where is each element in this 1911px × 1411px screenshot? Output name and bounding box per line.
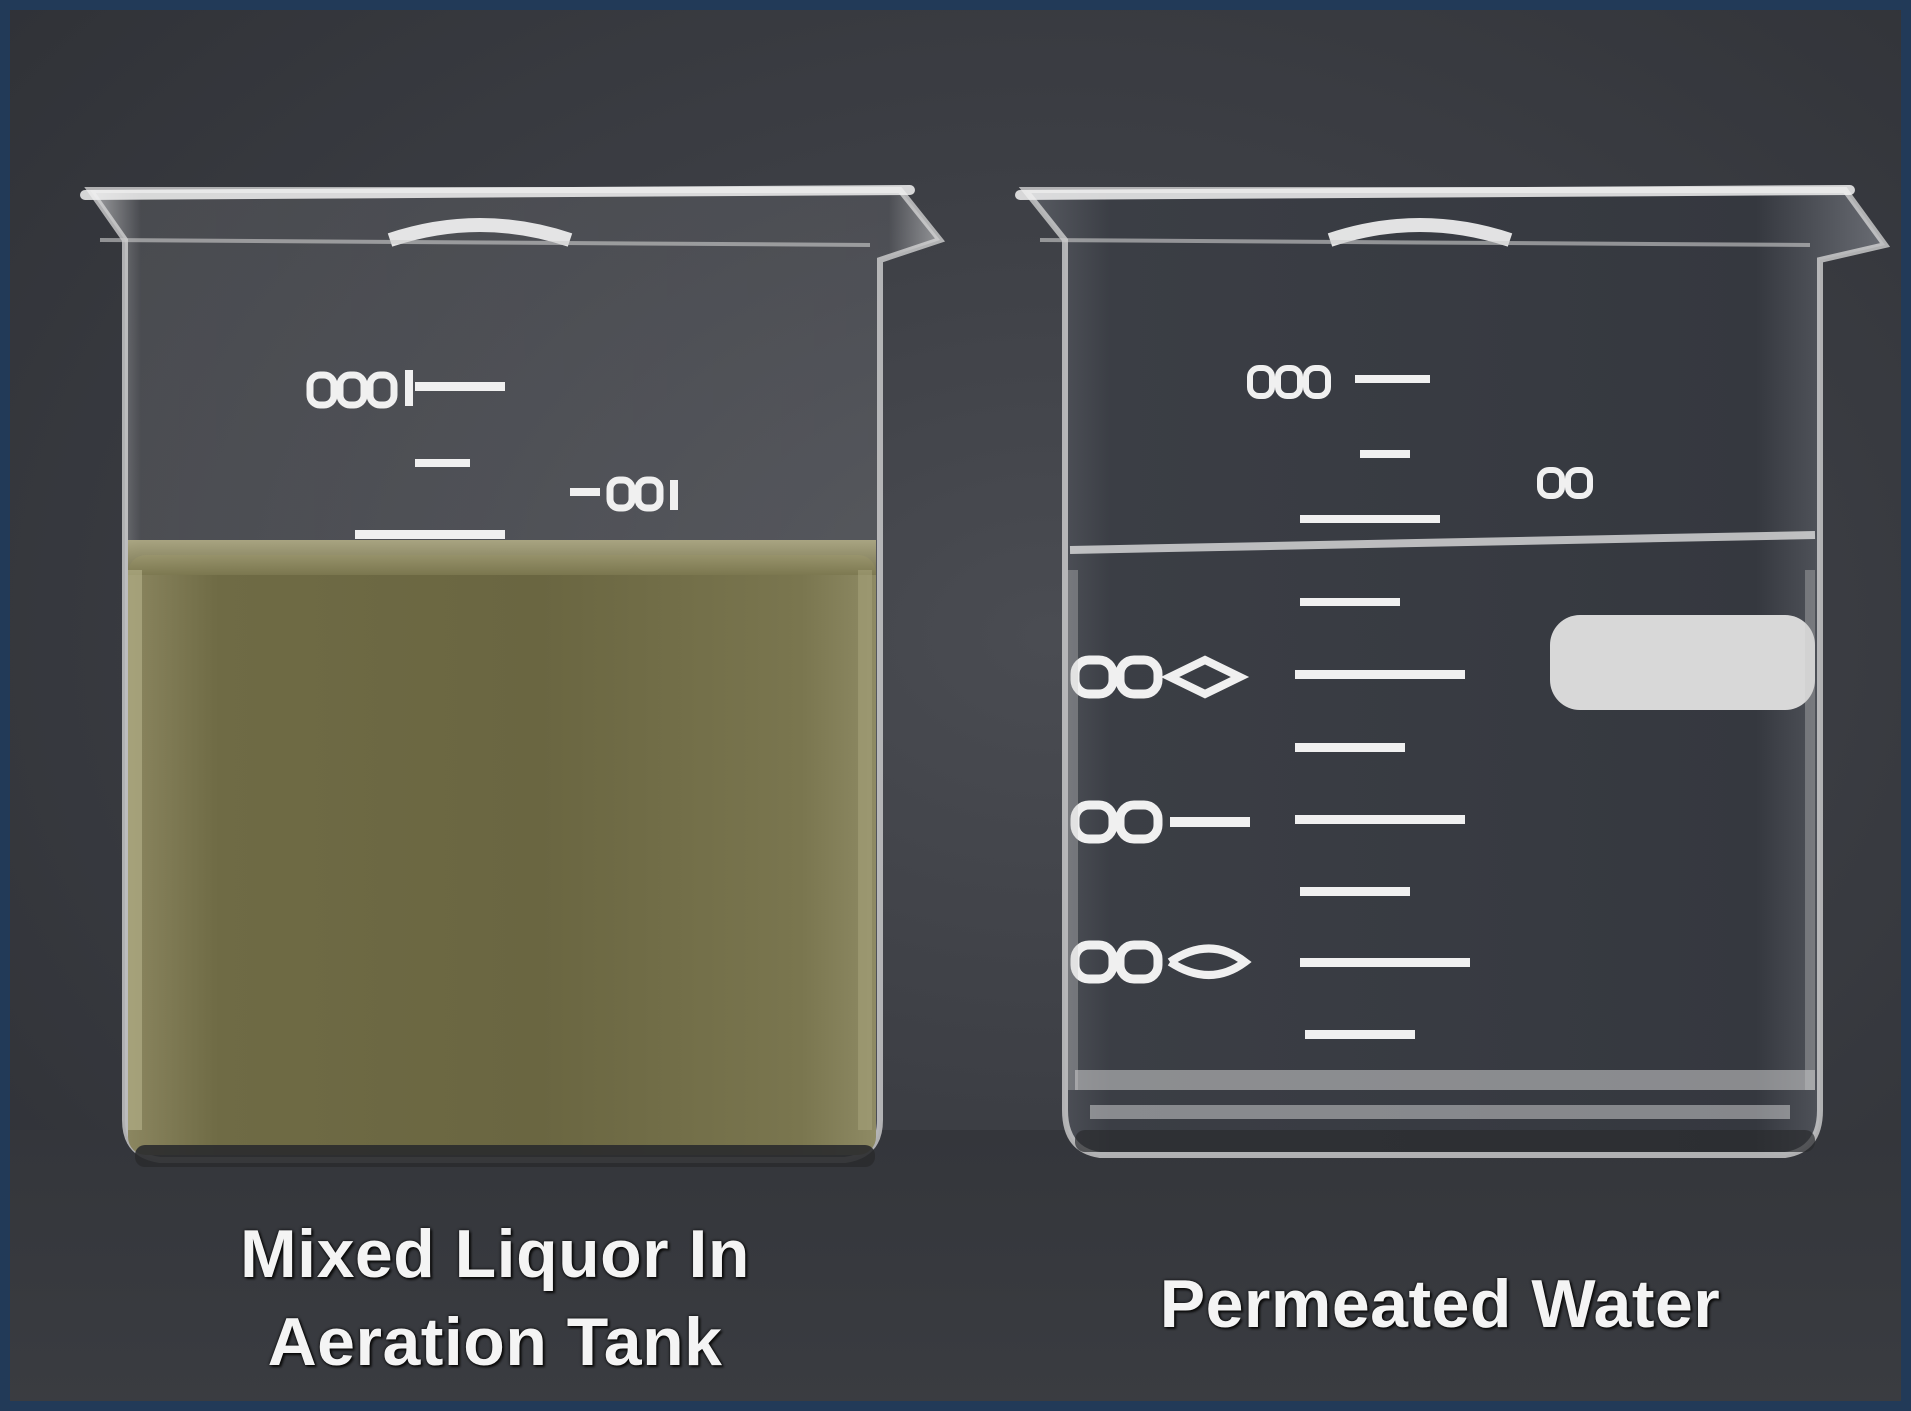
- caption-mixed-liquor-line2: Aeration Tank: [267, 1304, 723, 1380]
- photo-scene: Mixed Liquor In Aeration Tank Permeated …: [10, 10, 1901, 1401]
- caption-permeated-water: Permeated Water: [1159, 1266, 1721, 1342]
- caption-mixed-liquor: Mixed Liquor In Aeration Tank: [195, 1210, 795, 1386]
- caption-mixed-liquor-line1: Mixed Liquor In: [240, 1216, 750, 1292]
- table-surface: [10, 1130, 1901, 1401]
- beakers-illustration: [80, 185, 1891, 1167]
- right-beaker: [1015, 185, 1891, 1158]
- left-beaker: [80, 185, 946, 1167]
